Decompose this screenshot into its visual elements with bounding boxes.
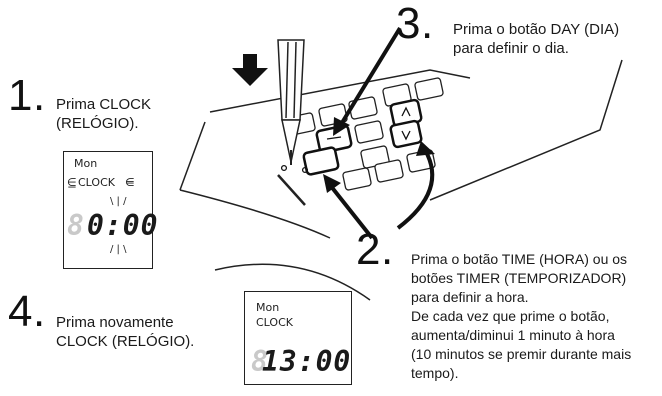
- press-down-arrow-icon: [232, 54, 268, 86]
- step-3-number: 3: [396, 0, 421, 48]
- step-4-dot: .: [33, 287, 46, 336]
- step-2-text-line-7: tempo).: [411, 365, 459, 381]
- step-2-dot: .: [381, 225, 394, 274]
- step-2-text-line-1: Prima o botão TIME (HORA) ou os: [411, 251, 628, 267]
- lcd-1-blink-bottom-icon: / | \: [110, 244, 127, 255]
- step-1-text-line-2: (RELÓGIO).: [56, 115, 139, 132]
- stylus-icon: [277, 39, 305, 165]
- step-4-text-line-2: CLOCK (RELÓGIO).: [56, 333, 195, 350]
- step-2-number: 2: [356, 225, 381, 274]
- lcd-2-ghost-digit: 8: [251, 345, 269, 378]
- day-button-arrow-icon: [333, 117, 350, 136]
- step-3-text-line-1: Prima o botão DAY (DIA): [453, 21, 620, 38]
- step-1-number: 1: [8, 71, 33, 120]
- lcd-1-day: Mon: [74, 157, 98, 170]
- remote-control: [179, 59, 623, 301]
- lcd-1-label: CLOCK: [78, 176, 115, 189]
- button-symbols: [280, 106, 411, 174]
- step-1-text-line-1: Prima CLOCK: [56, 96, 152, 113]
- timer-buttons-arrow-icon: [416, 141, 435, 156]
- lcd-2-time: 13:00: [262, 345, 352, 378]
- step-2-text-line-2: botões TIMER (TEMPORIZADOR): [411, 270, 627, 286]
- lcd-1-blink-top-icon: \ | /: [110, 196, 127, 207]
- step-2-text-line-6: (10 minutos se premir durante mais: [411, 346, 632, 362]
- step-1-dot: .: [33, 71, 46, 120]
- lcd-display-1: Mon ⋸ CLOCK ⋹ \ | / 8 0:00 / | \: [63, 151, 157, 269]
- lcd-display-2: Mon CLOCK 8 13:00: [244, 291, 352, 385]
- lcd-1-time: 0:00: [87, 209, 159, 242]
- lcd-1-ghost-digit: 8: [67, 209, 85, 242]
- step-3-dot: .: [421, 0, 434, 48]
- step-2-text-line-4: De cada vez que prime o botão,: [411, 308, 610, 324]
- step-3-text-line-2: para definir o dia.: [453, 40, 569, 57]
- step-4-number: 4: [8, 287, 33, 336]
- lcd-1-blink-left-icon: ⋸: [67, 176, 77, 189]
- step-4-text-line-1: Prima novamente: [56, 314, 174, 331]
- step-2-text-line-5: aumenta/diminui 1 minuto à hora: [411, 327, 615, 343]
- step-2-text-line-3: para definir a hora.: [411, 289, 529, 305]
- lcd-1-blink-right-icon: ⋹: [125, 176, 135, 189]
- lcd-2-day: Mon: [256, 301, 280, 314]
- lcd-2-label: CLOCK: [256, 316, 293, 329]
- highlighted-buttons: [302, 98, 423, 176]
- time-button-arrow-icon: [323, 174, 341, 193]
